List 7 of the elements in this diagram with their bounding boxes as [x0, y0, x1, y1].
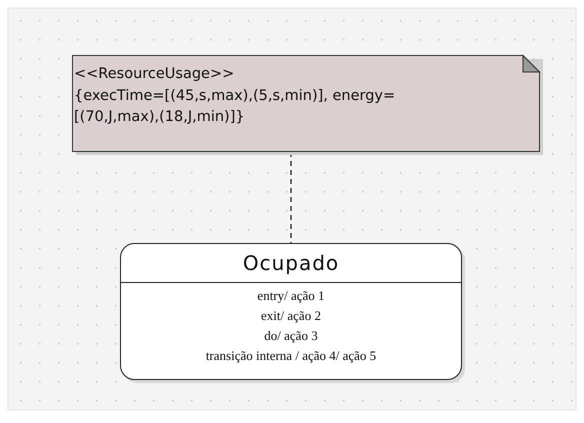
stereotype-label: <<ResourceUsage>>: [74, 65, 236, 84]
internal-activity: entry/ ação 1: [256, 287, 326, 305]
state-name: Ocupado: [242, 251, 340, 275]
internal-activity: transição interna / ação 4/ ação 5: [204, 347, 378, 365]
tagged-values-text: {execTime=[(45,s,max),(5,s,min)], energy=[(70,J,max),(18,J,min)]}: [74, 87, 396, 127]
internal-activity: do/ ação 3: [263, 327, 319, 345]
internal-activity: exit/ ação 2: [260, 307, 322, 325]
